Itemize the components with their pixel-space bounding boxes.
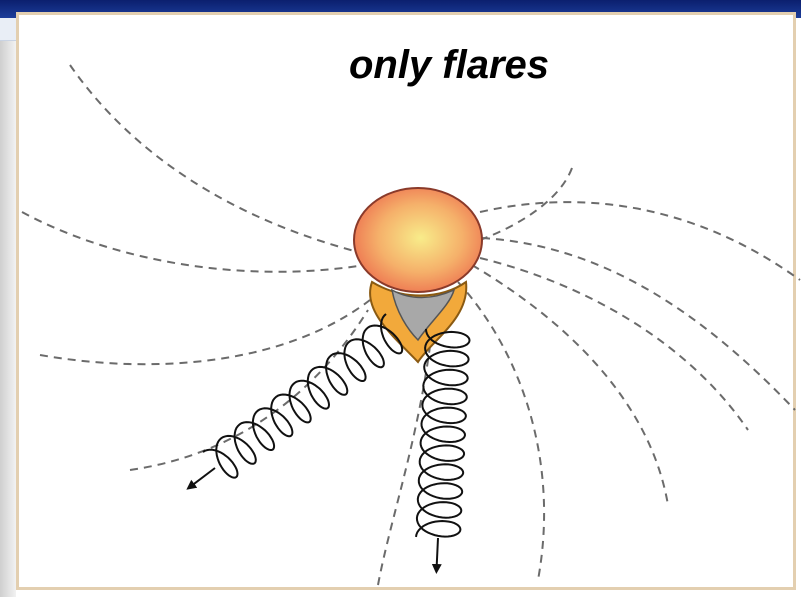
field-line [482,238,795,410]
slide-title: only flares [349,43,549,87]
field-line [70,65,358,252]
field-line [22,212,358,272]
field-line [472,265,668,505]
spiral-arrow-icon [190,468,216,487]
sun-icon [354,188,482,292]
field-line [40,300,370,364]
particle-spirals [190,314,470,570]
spiral-arrow-icon [437,538,439,570]
left-particle-spiral [203,314,402,478]
right-particle-spiral [416,329,470,537]
field-line [480,258,748,430]
field-line [458,282,544,580]
field-line [480,202,800,280]
